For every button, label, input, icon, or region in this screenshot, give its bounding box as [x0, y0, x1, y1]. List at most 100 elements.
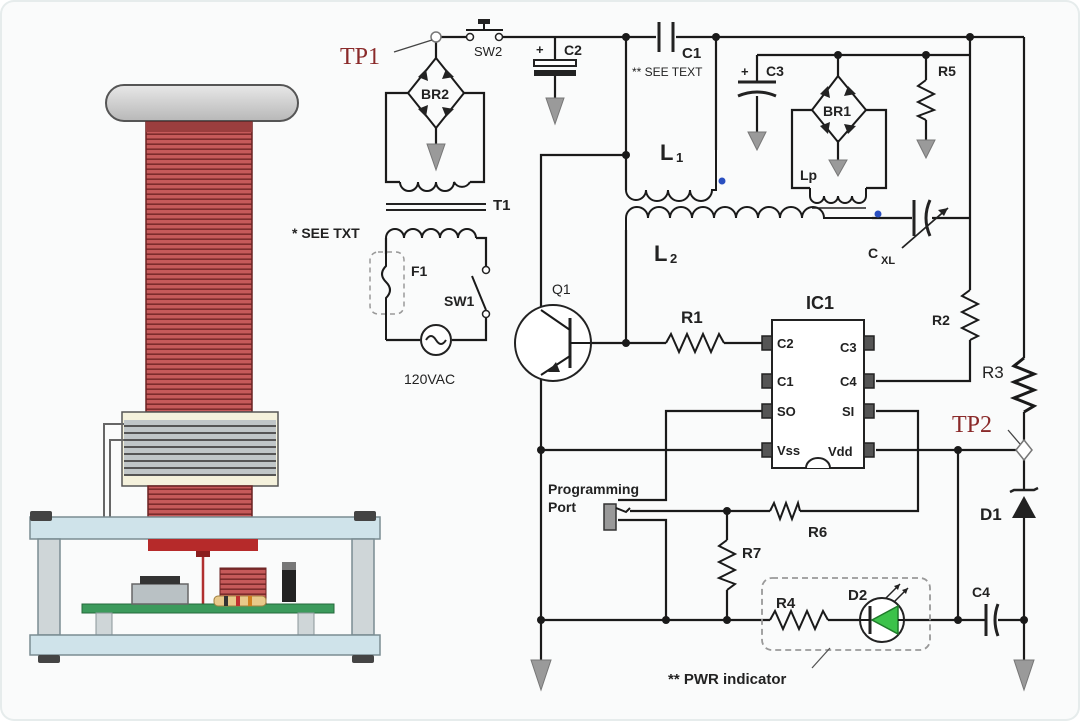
l1-label: L — [660, 140, 673, 165]
c1-label: C1 — [682, 45, 701, 62]
coil-mount — [148, 539, 258, 551]
ic1-pin-si: SI — [842, 404, 854, 419]
l2-label: L — [654, 241, 667, 266]
r3-resistor — [1009, 356, 1039, 414]
c4-label: C4 — [972, 584, 990, 600]
br2-label: BR2 — [421, 86, 449, 102]
foot — [352, 655, 374, 663]
tp2-leader — [1007, 429, 1021, 445]
f1-label: F1 — [411, 263, 428, 279]
sw1-label: SW1 — [444, 293, 475, 309]
tesla-coil-illustration — [29, 84, 381, 663]
c2-capacitor — [533, 59, 577, 76]
l2-sub: 2 — [670, 251, 677, 266]
lp-label: Lp — [800, 167, 817, 183]
support-post — [351, 538, 375, 636]
primary-coil-winding — [124, 420, 276, 476]
r5-resistor — [915, 79, 937, 121]
cxl-label: C — [868, 245, 878, 261]
l1-coil — [625, 150, 717, 202]
coil-phase-dots — [718, 177, 882, 218]
resistors — [665, 79, 1039, 632]
r6-label: R6 — [808, 524, 827, 541]
t1-transformer — [384, 181, 488, 266]
br2-bridge-rectifier — [406, 56, 466, 144]
t1-label: T1 — [493, 197, 511, 214]
c1-capacitor — [657, 22, 675, 52]
tp1-point — [430, 31, 442, 43]
r5-label: R5 — [938, 63, 956, 79]
programming-port-line2: Port — [548, 499, 576, 515]
top-load-toroid — [105, 84, 299, 122]
cxl-variable-capacitor — [901, 199, 949, 249]
labels: TP1 TP2 SW2 + C2 C1 ** SEE TEXT + C3 R5 … — [292, 42, 1004, 688]
cxl-sub: XL — [881, 255, 895, 267]
br1-bridge-rectifier — [810, 74, 868, 144]
programming-port — [603, 503, 631, 531]
ic1-pin-c4: C4 — [840, 374, 857, 389]
d1-zener-diode — [1009, 486, 1039, 518]
sw2-label: SW2 — [474, 44, 502, 59]
ic1-title: IC1 — [806, 293, 834, 313]
pcb-transformer — [131, 583, 189, 605]
lower-coil — [147, 485, 253, 519]
d2-label: D2 — [848, 587, 867, 604]
ic1-pin-c2: C2 — [777, 336, 794, 351]
f1-fuse — [369, 251, 405, 340]
d2-led — [761, 577, 931, 669]
tp2-label: TP2 — [952, 412, 992, 438]
r7-label: R7 — [742, 545, 761, 562]
r6-resistor — [769, 499, 801, 522]
pcb-standoff — [95, 612, 113, 636]
l1-sub: 1 — [676, 150, 683, 165]
support-post — [37, 538, 61, 636]
r3-label: R3 — [982, 363, 1004, 382]
d1-label: D1 — [980, 505, 1002, 524]
ic1-pin-vdd: Vdd — [828, 444, 853, 459]
r4-label: R4 — [776, 595, 796, 612]
foot — [38, 655, 60, 663]
q1-transistor — [514, 304, 592, 382]
ac-source — [420, 324, 452, 356]
c2-label: C2 — [564, 42, 582, 58]
r7-resistor — [716, 539, 738, 591]
tp1-leader — [393, 39, 433, 53]
sw1-switch — [386, 265, 491, 342]
ic1-pin-c1: C1 — [777, 374, 794, 389]
ic1-pin-c3: C3 — [840, 340, 857, 355]
c4-capacitor — [984, 603, 1000, 637]
schematic-wires — [384, 35, 1026, 660]
junction-dots — [537, 33, 1028, 624]
r4-resistor — [769, 608, 829, 632]
lp-coil — [809, 188, 867, 209]
q1-label: Q1 — [552, 281, 571, 297]
sw2-pushbutton — [465, 19, 504, 42]
pcb — [81, 603, 335, 614]
f1-note: * SEE TXT — [292, 225, 360, 241]
l2-coil — [625, 206, 872, 230]
ic1-chip[interactable] — [761, 319, 875, 469]
r2-resistor — [959, 289, 981, 341]
ac-source-label: 120VAC — [404, 371, 455, 387]
c1-note: ** SEE TEXT — [632, 65, 703, 79]
ic1-pin-vss: Vss — [777, 443, 800, 458]
c3-label: C3 — [766, 63, 784, 79]
bolt-head — [354, 511, 376, 521]
primary-coil-leads — [103, 423, 124, 520]
r1-label: R1 — [681, 308, 703, 327]
c3-capacitor — [737, 80, 777, 98]
pcb-capacitor — [282, 562, 296, 602]
base-platform — [29, 634, 381, 656]
c2-plus: + — [536, 42, 544, 57]
tp2-point — [1015, 438, 1033, 462]
secondary-coil-top — [146, 122, 252, 132]
ground-symbols — [426, 97, 1035, 692]
coil-mount-tab — [196, 551, 210, 557]
r1-resistor — [665, 331, 725, 355]
r2-label: R2 — [932, 312, 950, 328]
c3-plus: + — [741, 64, 749, 79]
programming-port-line1: Programming — [548, 481, 639, 497]
pcb-standoff — [297, 612, 315, 636]
